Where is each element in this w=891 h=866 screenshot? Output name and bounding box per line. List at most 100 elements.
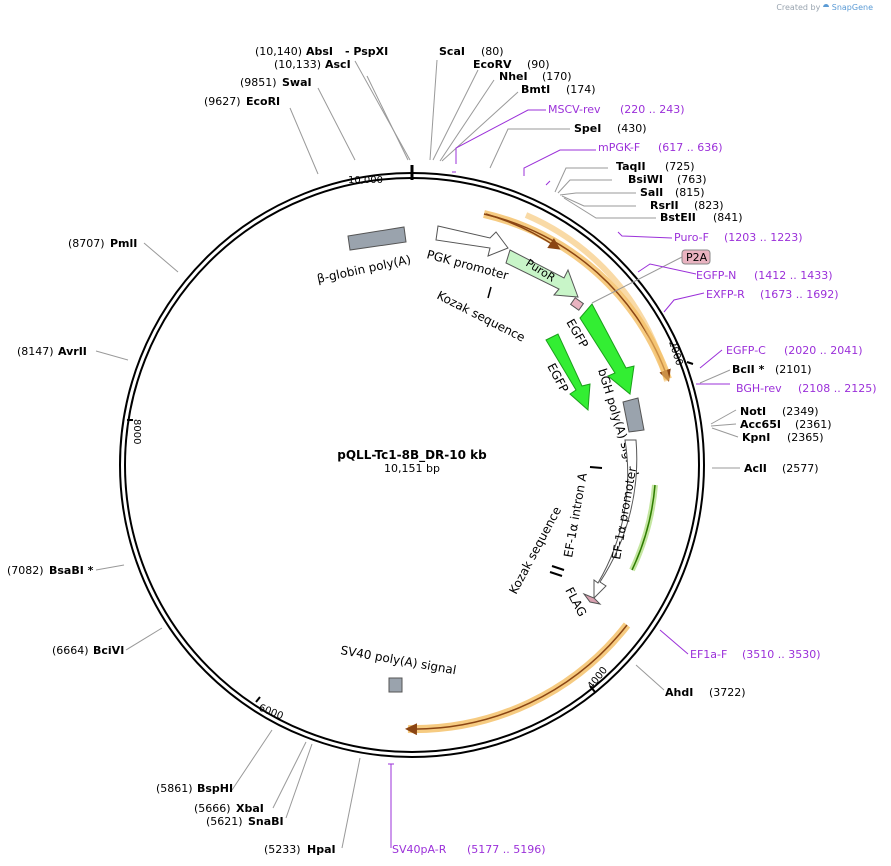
primer-range: (1203 .. 1223) (724, 231, 803, 244)
enzyme-pos: (8707) (68, 237, 105, 250)
enzyme-name: NotI (740, 405, 766, 418)
enzyme-name: AhdI (665, 686, 693, 699)
enzyme-pos: (5233) (264, 843, 301, 856)
enzyme-pos: (174) (566, 83, 596, 96)
primer-name: EF1a-F (690, 648, 727, 661)
enzyme-name: ScaI (439, 45, 465, 58)
primer-lines (388, 109, 730, 848)
enzyme-pos: (80) (481, 45, 504, 58)
primer-name: MSCV-rev (548, 103, 601, 116)
enzyme-name-alt: - PspXI (345, 45, 388, 58)
kozak1-label: Kozak sequence (435, 288, 528, 344)
enzyme-name: HpaI (307, 843, 336, 856)
p2a-label: P2A (686, 251, 708, 264)
enzyme-name: AvrII (58, 345, 87, 358)
enzyme-name: SpeI (574, 122, 601, 135)
enzyme-name: BciVI (93, 644, 124, 657)
flag-marker (582, 592, 602, 605)
enzyme-name: XbaI (236, 802, 264, 815)
enzyme-name: BspHI (197, 782, 233, 795)
enzyme-name: BclI * (732, 363, 765, 376)
primer-range: (2108 .. 2125) (798, 382, 877, 395)
enzyme-pos: (725) (665, 160, 695, 173)
enzyme-name: KpnI (742, 431, 770, 444)
kozak-mark-a (589, 466, 603, 469)
enzyme-pos: (763) (677, 173, 707, 186)
primer-name: BGH-rev (736, 382, 782, 395)
primer-range: (220 .. 243) (620, 103, 685, 116)
enzyme-pos: (2577) (782, 462, 819, 475)
primer-range: (1412 .. 1433) (754, 269, 833, 282)
enzyme-name: BmtI (521, 83, 550, 96)
enzyme-pos: (430) (617, 122, 647, 135)
ef1a-intron-label: EF-1α intron A (561, 471, 590, 558)
enzyme-labels: (10,140) AbsI - PspXI (10,133) AscI (985… (7, 45, 832, 856)
enzyme-name: BstEII (660, 211, 696, 224)
pgk-promoter-arrow (435, 225, 509, 257)
primer-range: (2020 .. 2041) (784, 344, 863, 357)
enzyme-pos: (9627) (204, 95, 241, 108)
beta-globin-polya-box (347, 226, 407, 251)
sv40-polya-box (388, 677, 403, 693)
enzyme-name: SwaI (282, 76, 312, 89)
tick-label: 10,000 (348, 175, 383, 186)
enzyme-pos: (2361) (795, 418, 832, 431)
enzyme-name: SalI (640, 186, 663, 199)
orf-arc-inner (524, 212, 670, 382)
enzyme-name: RsrII (650, 199, 679, 212)
kozak-mark-b (551, 565, 565, 571)
plasmid-size: 10,151 bp (384, 462, 440, 475)
enzyme-pos: (2349) (782, 405, 819, 418)
enzyme-pos: (8147) (17, 345, 54, 358)
enzyme-name: PmlI (110, 237, 137, 250)
plasmid-name: pQLL-Tc1-8B_DR-10 kb (337, 448, 487, 463)
enzyme-pos: (5861) (156, 782, 193, 795)
beta-globin-label: β-globin poly(A) (316, 252, 412, 286)
enzyme-pos: (90) (527, 58, 550, 71)
sv40-label: SV40 poly(A) signal (339, 643, 457, 677)
enzyme-pos: (841) (713, 211, 743, 224)
enzyme-pos: (7082) (7, 564, 44, 577)
enzyme-name: BsiWI (628, 173, 663, 186)
primer-name: EGFP-N (696, 269, 736, 282)
primer-name: SV40pA-R (392, 843, 447, 856)
enzyme-name: TaqII (616, 160, 646, 173)
enzyme-name: SnaBI (248, 815, 284, 828)
ef1a-promoter-label: EF-1α promoter (609, 466, 639, 561)
tick-label: 2000 (666, 340, 684, 368)
credit-brand: SnapGene (831, 3, 873, 12)
enzyme-pos: (815) (675, 186, 705, 199)
enzyme-pos: (170) (542, 70, 572, 83)
kozak1-mark (487, 286, 492, 299)
enzyme-pos: (6664) (52, 644, 89, 657)
primer-range: (5177 .. 5196) (467, 843, 546, 856)
primer-range: (3510 .. 3530) (742, 648, 821, 661)
orf-arcs (405, 210, 672, 736)
primer-name: EGFP-C (726, 344, 766, 357)
enzyme-pos: (5666) (194, 802, 231, 815)
p2a-marker (569, 297, 585, 311)
primer-name: mPGK-F (598, 141, 640, 154)
primer-name: EXFP-R (706, 288, 745, 301)
primer-name: Puro-F (674, 231, 709, 244)
bgh-polya-box (622, 397, 645, 433)
enzyme-name: EcoRI (246, 95, 280, 108)
tick-label: 8000 (131, 419, 142, 444)
primer-range: (1673 .. 1692) (760, 288, 839, 301)
enzyme-name: EcoRV (473, 58, 512, 71)
enzyme-pos: (823) (694, 199, 724, 212)
enzyme-name: BsaBI * (49, 564, 94, 577)
egfp1-arrow (579, 303, 635, 395)
enzyme-pos: (3722) (709, 686, 746, 699)
orf-arc-right (629, 484, 658, 572)
puror-arrow (505, 249, 579, 298)
kozak2-label: Kozak sequence (506, 504, 564, 596)
enzyme-pos: (10,133) (274, 58, 321, 71)
enzyme-name: AbsI (306, 45, 333, 58)
enzyme-name: NheI (499, 70, 528, 83)
enzyme-lines (95, 59, 740, 849)
flag-label: FLAG (562, 585, 589, 619)
egfp2-arrow (545, 333, 591, 412)
enzyme-pos: (2101) (775, 363, 812, 376)
enzyme-name: AscI (325, 58, 351, 71)
